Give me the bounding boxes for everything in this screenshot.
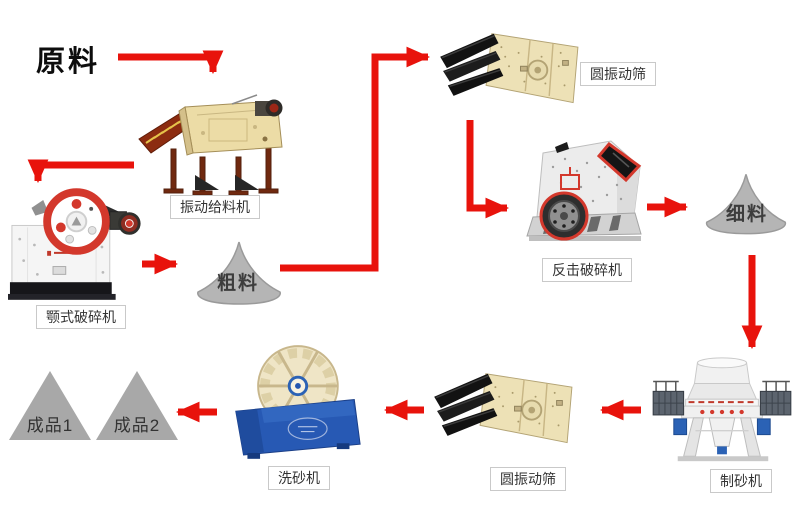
vibrating-screen-top-illustration [440,33,579,104]
sandmaker-top-cylinder [686,357,758,400]
screen-decks [434,373,498,436]
sandmaker-body [681,398,763,419]
screen-bottom-label: 圆振动筛 [490,467,566,491]
washer-tank [235,399,361,459]
sand-washer-illustration [235,345,361,459]
impact-rotor-wheel [539,191,589,241]
arrow-screen-top-to-impact [466,120,510,219]
fine-pile-shape [705,174,787,235]
arrow-feeder-to-jaw [27,159,134,184]
sandmaker-left-platform [652,380,685,416]
sandmaker-right-platform [759,380,792,416]
product-1-triangle [9,371,91,440]
raw-material-label: 原料 [36,46,101,78]
product-2-label: 成品2 [113,416,161,435]
impact-crusher-label: 反击破碎机 [542,258,632,282]
screen-top-label: 圆振动筛 [580,62,656,86]
impact-feed-opening [596,141,642,183]
sand-maker-label: 制砂机 [710,469,772,493]
coarse-pile-shape [197,241,281,305]
product-2-triangle [96,371,178,440]
sandmaker-motors [673,418,771,455]
coarse-pile-label: 粗料 [216,273,260,294]
sandmaker-legs [683,417,761,457]
vibrating-screen-bottom-illustration [434,373,573,444]
sand-maker-illustration [652,357,792,462]
jaw-crusher-illustration [8,188,141,300]
screen-body [485,33,579,104]
washer-label: 洗砂机 [268,466,330,490]
feeder-motor [255,99,283,117]
feeder-legs [163,146,279,196]
impact-crusher-illustration [526,140,642,241]
vibrating-feeder-illustration [138,94,283,196]
fine-pile-label: 细料 [725,204,769,225]
screen-body [479,373,573,444]
screen-decks [440,33,504,96]
jaw-flywheel [43,188,110,255]
jaw-crusher-label: 颚式破碎机 [36,305,126,329]
arrow-raw-to-feeder [118,50,224,75]
jaw-base [8,282,116,300]
arrow-coarse-to-screen-top [280,46,431,272]
product-1-label: 成品1 [26,416,74,435]
feeder-label: 振动给料机 [170,195,260,219]
